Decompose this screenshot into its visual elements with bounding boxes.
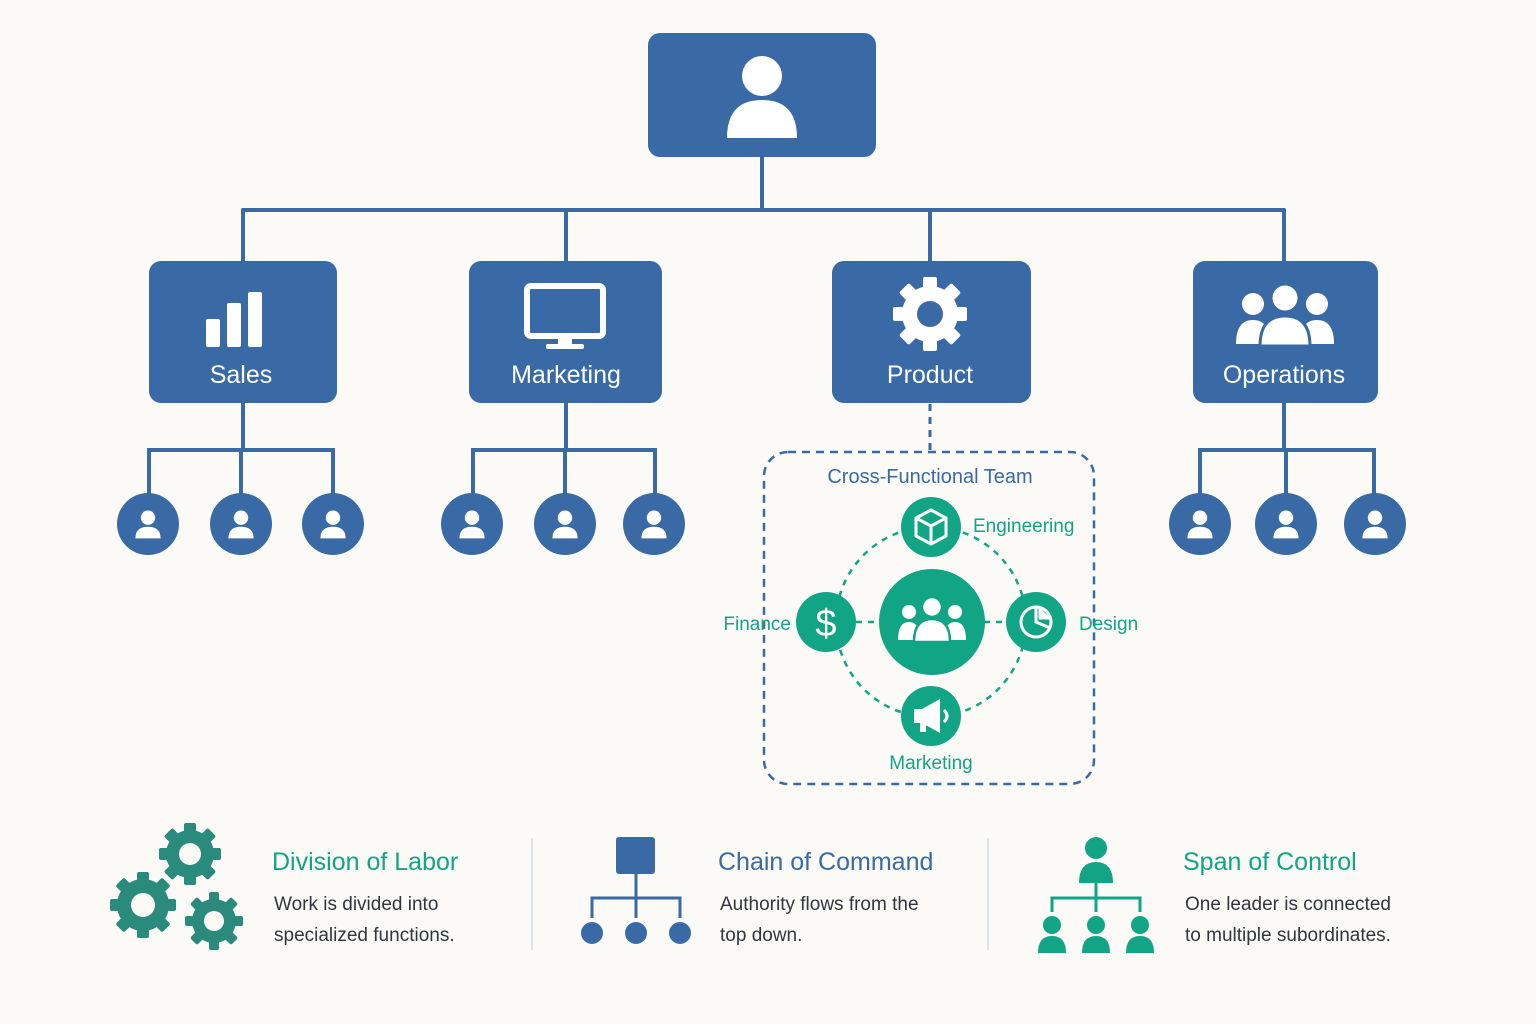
cube-icon <box>914 508 948 546</box>
leader-team-icon <box>1038 837 1154 953</box>
department-label-product: Product <box>887 361 973 389</box>
operations-team <box>1169 493 1406 555</box>
member-marketing[interactable]: Marketing <box>889 686 973 774</box>
member-finance[interactable]: $ Finance <box>723 592 856 652</box>
cross-functional-title: Cross-Functional Team <box>827 466 1032 488</box>
gears-icon <box>110 823 243 950</box>
bar-chart-icon <box>206 292 262 347</box>
legend-desc-line: specialized functions. <box>274 925 455 946</box>
connector-lines <box>147 154 1376 496</box>
legend-desc-line: to multiple subordinates. <box>1185 925 1391 946</box>
legend-desc-line: One leader is connected <box>1185 894 1391 915</box>
legend-divider <box>987 838 989 950</box>
member-label-engineering: Engineering <box>973 516 1074 537</box>
dollar-icon: $ <box>815 603 836 645</box>
employee-node[interactable] <box>1344 493 1406 555</box>
employee-node[interactable] <box>117 493 179 555</box>
employee-node[interactable] <box>1169 493 1231 555</box>
member-engineering[interactable]: Engineering <box>901 497 1074 557</box>
employee-node[interactable] <box>441 493 503 555</box>
department-marketing[interactable]: Marketing <box>469 261 662 403</box>
employee-node[interactable] <box>534 493 596 555</box>
legend-title-division-of-labor: Division of Labor <box>272 848 459 876</box>
department-label-operations: Operations <box>1223 361 1345 389</box>
cross-functional-team: Cross-Functional Team Engineering <box>723 450 1138 786</box>
leader-node[interactable] <box>648 33 876 157</box>
marketing-team <box>441 493 685 555</box>
leader-person-icon <box>727 56 797 138</box>
department-operations[interactable]: Operations <box>1193 261 1378 403</box>
sales-team <box>117 493 364 555</box>
department-sales[interactable]: Sales <box>149 261 337 403</box>
department-label-sales: Sales <box>210 361 273 389</box>
legend-desc-span-of-control: One leader is connected to multiple subo… <box>1185 889 1425 951</box>
group-icon <box>1236 282 1334 348</box>
department-product[interactable]: Product <box>832 261 1031 403</box>
legend-desc-line: top down. <box>720 925 803 946</box>
legend-divider <box>531 838 533 950</box>
department-label-marketing: Marketing <box>511 361 621 389</box>
gear-icon <box>893 277 967 351</box>
team-center-node[interactable] <box>879 569 985 675</box>
member-label-marketing: Marketing <box>889 753 972 774</box>
legend-title-chain-of-command: Chain of Command <box>718 848 934 876</box>
pie-chart-icon <box>1019 605 1053 639</box>
team-icon <box>898 595 966 644</box>
member-label-design: Design <box>1079 614 1138 635</box>
megaphone-icon <box>914 699 949 733</box>
employee-node[interactable] <box>210 493 272 555</box>
employee-node[interactable] <box>302 493 364 555</box>
legend-desc-division-of-labor: Work is divided into specialized functio… <box>274 889 514 951</box>
employee-node[interactable] <box>623 493 685 555</box>
legend-desc-line: Authority flows from the <box>720 894 919 915</box>
legend-desc-line: Work is divided into <box>274 894 439 915</box>
member-label-finance: Finance <box>723 614 791 635</box>
member-design[interactable]: Design <box>1006 592 1138 652</box>
monitor-icon <box>524 283 606 349</box>
employee-node[interactable] <box>1255 493 1317 555</box>
legend-desc-chain-of-command: Authority flows from the top down. <box>720 889 960 951</box>
legend-title-span-of-control: Span of Control <box>1183 848 1357 876</box>
hierarchy-icon <box>581 837 691 944</box>
